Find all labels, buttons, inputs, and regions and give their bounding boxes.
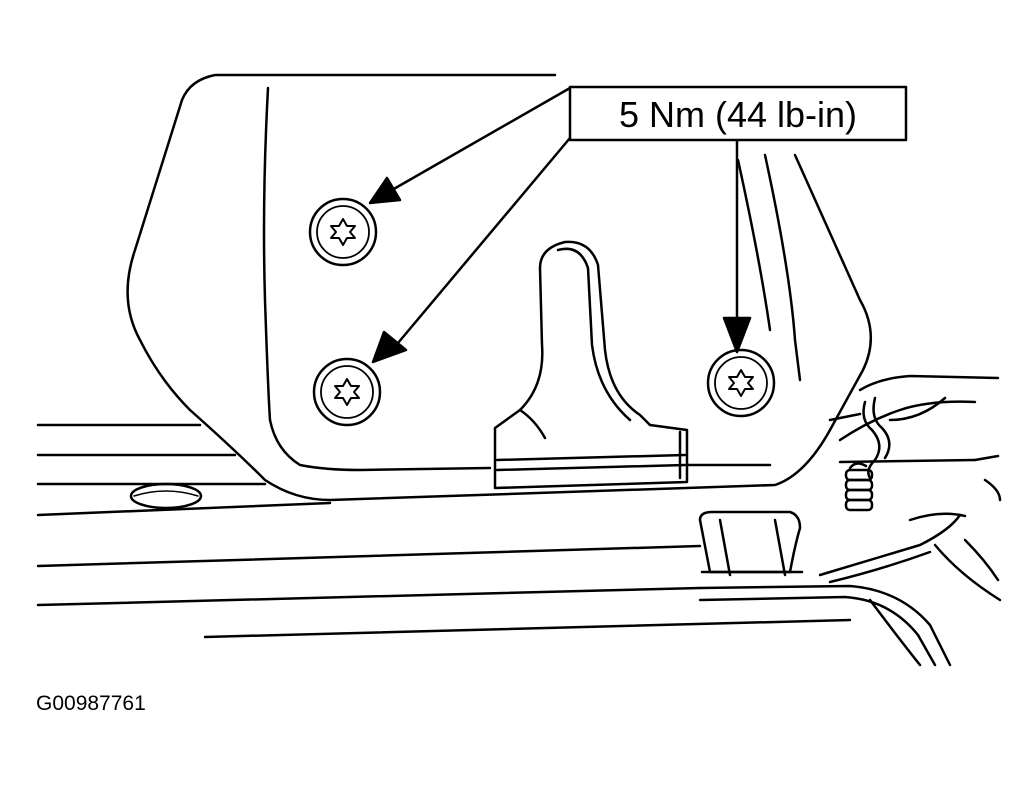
figure-id: G00987761	[36, 692, 146, 715]
wire-connector-spring	[844, 462, 874, 512]
bolt-lower-left	[312, 357, 382, 427]
torque-callout: 5 Nm (44 lb-in)	[568, 85, 908, 142]
torx-star-icon	[728, 369, 754, 397]
bolt-right	[706, 348, 776, 418]
drain-hole	[129, 482, 203, 510]
arrowhead	[368, 176, 402, 205]
torque-callout-label: 5 Nm (44 lb-in)	[619, 94, 857, 135]
leader-arrows	[368, 86, 752, 364]
wire-harness	[818, 374, 1002, 667]
leader-line-upper	[390, 86, 572, 192]
leader-line-lower	[396, 136, 572, 345]
drain-hole-inner	[133, 490, 199, 497]
latch-housing	[126, 73, 873, 502]
housing-ribs	[736, 153, 802, 382]
torx-star-icon	[330, 218, 356, 246]
bolt-upper-left	[308, 197, 378, 267]
torx-star-icon	[334, 378, 360, 406]
bracket-clip	[698, 510, 804, 577]
body-panel-lines	[36, 412, 977, 667]
latch-housing-face	[262, 86, 492, 472]
striker-hook	[493, 240, 689, 490]
arrowhead	[371, 330, 408, 364]
torque-callout-box	[568, 85, 908, 142]
arrowhead	[722, 316, 752, 354]
